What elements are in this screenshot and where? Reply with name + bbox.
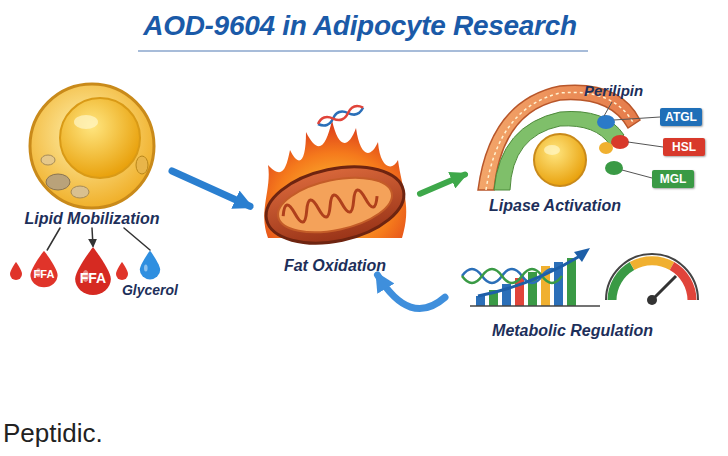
metabolic-chart bbox=[462, 248, 698, 306]
glycerol-drop: Glycerol bbox=[120, 250, 180, 298]
flow-arrow bbox=[378, 275, 446, 309]
enzyme-box: ATGL bbox=[660, 108, 702, 126]
mitochondrion bbox=[259, 104, 411, 255]
small-drop bbox=[10, 262, 22, 280]
illustration-caption: Lipid Mobilization bbox=[12, 210, 172, 228]
illustration-node: Metabolic Regulation bbox=[445, 245, 700, 340]
ffa-drop: FFA bbox=[28, 250, 60, 288]
drop-label: FFA bbox=[72, 270, 114, 286]
enzyme-label: MGL bbox=[652, 170, 694, 188]
title-rule bbox=[138, 50, 588, 52]
diagram-title: AOD-9604 in Adipocyte Research bbox=[100, 10, 620, 42]
enzyme-label: HSL bbox=[663, 138, 705, 156]
flow-arrow bbox=[92, 228, 93, 246]
lipid-droplet-membrane bbox=[478, 85, 663, 190]
small-drop bbox=[116, 262, 128, 280]
illustration-caption: Metabolic Regulation bbox=[445, 322, 700, 340]
illustration-node: Fat Oxidation bbox=[250, 150, 420, 275]
part-label: Perilipin bbox=[584, 82, 643, 99]
illustration-node: Lipase Activation bbox=[465, 80, 645, 215]
watermark: Peptidic. bbox=[3, 418, 103, 449]
enzyme-box: MGL bbox=[652, 170, 694, 188]
illustration-caption: Lipase Activation bbox=[465, 197, 645, 215]
ffa-drop: FFA bbox=[72, 246, 114, 296]
illustration-caption: Fat Oxidation bbox=[250, 257, 420, 275]
drop-shape bbox=[138, 250, 162, 280]
enzyme-box: HSL bbox=[663, 138, 705, 156]
illustration-node: Lipid Mobilization bbox=[12, 78, 172, 228]
flow-arrow bbox=[172, 171, 250, 206]
drop-label: FFA bbox=[28, 268, 60, 280]
adipocyte-cell bbox=[30, 84, 154, 208]
drop-outline bbox=[140, 251, 160, 280]
enzyme-label: ATGL bbox=[660, 108, 702, 126]
flow-arrow bbox=[420, 175, 465, 194]
drop-caption: Glycerol bbox=[120, 282, 180, 298]
flow-arrow bbox=[47, 228, 60, 250]
drop-highlight bbox=[144, 264, 148, 271]
flow-arrow bbox=[124, 228, 150, 250]
